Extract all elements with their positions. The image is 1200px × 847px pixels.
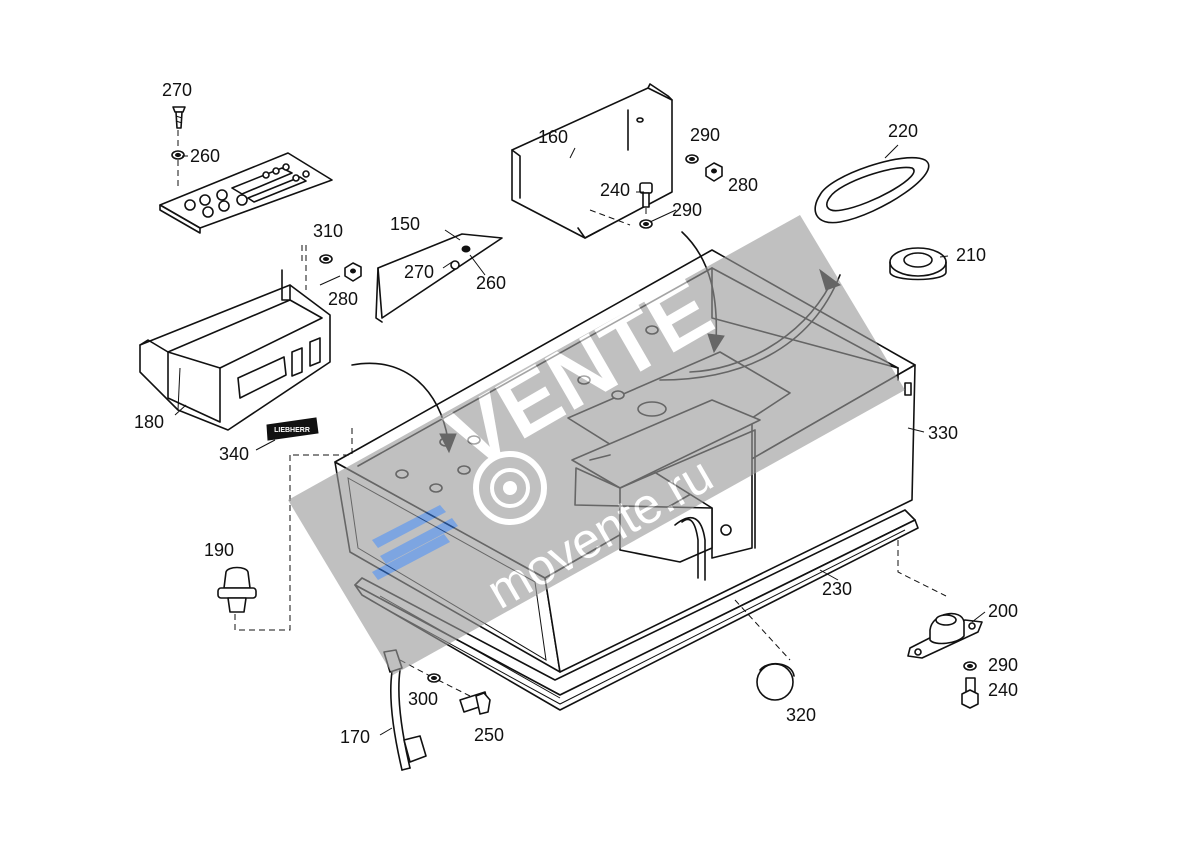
label-150: 150	[390, 214, 420, 234]
label-290-mid: 290	[672, 200, 702, 220]
cover-plate	[159, 152, 333, 234]
label-300: 300	[408, 689, 438, 709]
plug-320	[756, 663, 795, 701]
bolt-240a	[639, 182, 653, 208]
label-210: 210	[956, 245, 986, 265]
housing-180	[139, 269, 331, 431]
label-240-top: 240	[600, 180, 630, 200]
label-200: 200	[988, 601, 1018, 621]
bolt-250	[459, 691, 491, 715]
label-270-mid: 270	[404, 262, 434, 282]
seal-ring-210	[889, 247, 947, 281]
label-320: 320	[786, 705, 816, 725]
label-290-top: 290	[690, 125, 720, 145]
label-260-mid: 260	[476, 273, 506, 293]
washer-290b	[639, 219, 653, 229]
label-260-top: 260	[190, 146, 220, 166]
washer-260	[171, 150, 185, 160]
label-180: 180	[134, 412, 164, 432]
label-240-bottom: 240	[988, 680, 1018, 700]
badge-340: LIEBHERR	[266, 417, 319, 441]
leader-lines	[174, 144, 986, 736]
badge-text: LIEBHERR	[274, 427, 310, 434]
washer-290c	[963, 661, 977, 671]
mount-200	[907, 612, 983, 659]
label-330: 330	[928, 423, 958, 443]
nut-280b	[705, 162, 723, 182]
washer-310	[319, 254, 333, 264]
label-340: 340	[219, 444, 249, 464]
label-280-right: 280	[728, 175, 758, 195]
label-230: 230	[822, 579, 852, 599]
label-250: 250	[474, 725, 504, 745]
label-220: 220	[888, 121, 918, 141]
gasket-220	[814, 156, 930, 224]
label-170: 170	[340, 727, 370, 747]
label-190: 190	[204, 540, 234, 560]
washer-290a	[685, 154, 699, 164]
label-280-left: 280	[328, 289, 358, 309]
part-labels: 270 260 310 280 150 270 260 180 340 160 …	[134, 80, 1018, 747]
bracket-150	[375, 233, 503, 323]
buffer-190	[217, 566, 257, 613]
washer-300	[427, 673, 441, 683]
cover-160	[511, 83, 673, 239]
watermark-speed-lines	[372, 505, 458, 580]
bolt-240b	[961, 677, 979, 709]
label-290-bottom: 290	[988, 655, 1018, 675]
label-160: 160	[538, 127, 568, 147]
screw-270	[172, 106, 186, 129]
label-310: 310	[313, 221, 343, 241]
nut-280a	[344, 262, 362, 282]
label-270-top: 270	[162, 80, 192, 100]
